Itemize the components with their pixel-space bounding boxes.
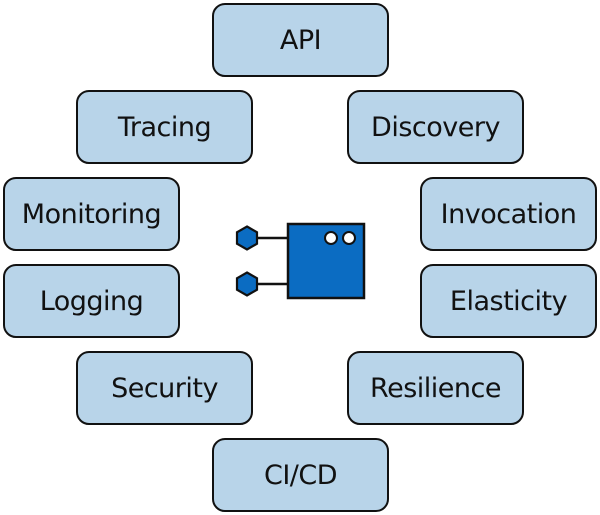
concern-monitoring: Monitoring	[3, 177, 180, 251]
concern-elasticity: Elasticity	[420, 264, 597, 338]
concern-label: Invocation	[440, 198, 577, 230]
concern-label: Monitoring	[21, 198, 162, 230]
service-component-icon	[235, 222, 366, 300]
indicator-light-icon	[324, 231, 338, 245]
concern-logging: Logging	[3, 264, 180, 338]
concern-discovery: Discovery	[347, 90, 524, 164]
concern-api: API	[212, 3, 389, 77]
concern-security: Security	[76, 351, 253, 425]
concern-label: Resilience	[370, 372, 501, 404]
concern-label: Security	[111, 372, 218, 404]
indicator-light-icon	[342, 231, 356, 245]
concern-label: Discovery	[371, 111, 500, 143]
concern-tracing: Tracing	[76, 90, 253, 164]
concern-label: CI/CD	[263, 459, 338, 491]
concern-label: Elasticity	[449, 285, 568, 317]
concern-cicd: CI/CD	[212, 438, 389, 512]
concern-label: Tracing	[117, 111, 212, 143]
concern-label: API	[279, 24, 322, 56]
hexagon-port-icon	[235, 225, 259, 251]
concern-resilience: Resilience	[347, 351, 524, 425]
concern-label: Logging	[39, 285, 144, 317]
concern-invocation: Invocation	[420, 177, 597, 251]
hexagon-port-icon	[235, 271, 259, 297]
